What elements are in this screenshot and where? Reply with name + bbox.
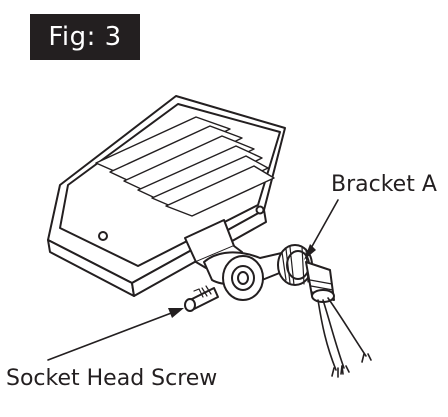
socket-head-screw-label: Socket Head Screw (6, 366, 218, 391)
figure-label: Fig: 3 (30, 14, 140, 60)
screw-arrowhead (168, 308, 184, 318)
light-fixture-housing (47, 95, 286, 297)
bracket-a-label: Bracket A (331, 172, 437, 197)
screw-leader-arrow (47, 311, 175, 361)
socket-head-screw (184, 285, 219, 312)
bracket-leader-arrow (309, 199, 339, 251)
bracket-arrowhead (304, 244, 316, 260)
wire-leads (317, 297, 372, 378)
bracket-a (203, 244, 335, 303)
